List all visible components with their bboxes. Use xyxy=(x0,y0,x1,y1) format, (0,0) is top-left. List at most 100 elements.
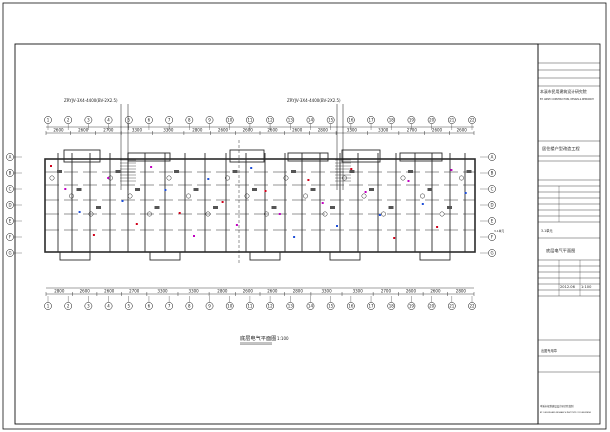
room-tag xyxy=(310,188,316,191)
top-axis-label: 12 xyxy=(268,117,274,122)
electrical-symbol xyxy=(278,213,281,215)
room-tag xyxy=(135,188,140,191)
bottom-dim-value: 2600 xyxy=(406,289,417,294)
left-row-label: B xyxy=(9,170,12,175)
electrical-symbol xyxy=(464,192,467,194)
top-axis-label: 6 xyxy=(148,117,151,122)
bottom-axis-label: 19 xyxy=(409,303,415,308)
room-tag xyxy=(330,206,335,209)
left-row-label: A xyxy=(9,154,12,159)
electrical-symbol xyxy=(164,189,167,191)
bottom-dim-value: 2700 xyxy=(129,289,140,294)
electrical-symbol xyxy=(378,214,381,216)
top-axis-label: 2 xyxy=(67,117,70,122)
left-row-bubble xyxy=(6,153,14,161)
drawing-caption-scale: 1:100 xyxy=(277,336,289,341)
top-axis-label: 10 xyxy=(227,117,233,122)
bottom-dim-value: 2600 xyxy=(243,289,254,294)
top-axis-label: 1 xyxy=(47,117,50,122)
bay-window xyxy=(249,251,281,261)
top-axis-label: 19 xyxy=(409,117,415,122)
right-row-bubble xyxy=(488,185,496,193)
bottom-axis-label: 9 xyxy=(208,303,211,308)
bottom-axis-bubble xyxy=(306,302,315,310)
top-axis-bubble xyxy=(124,116,133,124)
bottom-dim-value: 2600 xyxy=(80,289,91,294)
bottom-dim-value: 2800 xyxy=(293,289,304,294)
bottom-axis-label: 17 xyxy=(369,303,375,308)
top-dim-value: 2700 xyxy=(407,128,418,133)
bottom-axis-bubble xyxy=(124,302,133,310)
light-fixture xyxy=(244,193,250,199)
electrical-symbol xyxy=(121,200,124,202)
room-tag xyxy=(213,206,218,209)
top-axis-label: 18 xyxy=(389,117,395,122)
top-dim-value: 3300 xyxy=(347,128,358,133)
bay-window xyxy=(329,251,361,261)
top-axis-bubble xyxy=(84,116,93,124)
bottom-axis-label: 1 xyxy=(47,303,50,308)
top-axis-bubble xyxy=(387,116,396,124)
bottom-axis-bubble xyxy=(246,302,254,310)
light-fixture xyxy=(205,211,211,217)
room-tag xyxy=(349,170,355,173)
top-dim-value: 3300 xyxy=(163,128,174,133)
project-name: 居住楼户型改造工程 xyxy=(542,145,581,152)
bottom-axis-bubble xyxy=(387,302,396,310)
bottom-axis-bubble xyxy=(468,302,476,310)
right-row-bubble xyxy=(488,249,496,257)
electrical-symbol xyxy=(264,190,267,192)
bottom-axis-bubble xyxy=(427,302,436,310)
top-axis-bubble xyxy=(306,116,315,124)
top-axis-bubble xyxy=(468,116,476,124)
room-tag xyxy=(154,206,160,209)
light-fixture xyxy=(88,211,94,217)
top-axis-label: 15 xyxy=(328,117,334,122)
top-axis-bubble xyxy=(407,116,416,124)
top-axis-label: 21 xyxy=(449,117,455,122)
bottom-axis-label: 18 xyxy=(389,303,395,308)
top-axis-label: 9 xyxy=(208,117,211,122)
right-row-bubble xyxy=(488,233,496,241)
right-row-bubble xyxy=(488,169,496,177)
top-axis-bubble xyxy=(447,116,456,124)
bottom-axis-bubble xyxy=(447,302,456,310)
top-axis-label: 14 xyxy=(308,117,314,122)
drawing-caption: 底层电气平面图 xyxy=(240,334,276,342)
light-fixture xyxy=(400,175,406,181)
light-fixture xyxy=(69,193,74,199)
electrical-symbol xyxy=(135,223,138,225)
floor-plan xyxy=(44,140,476,265)
top-dim-value: 2600 xyxy=(267,128,278,133)
bottom-axis-label: 5 xyxy=(127,303,130,308)
left-row-bubble xyxy=(6,233,14,241)
top-axis-bubble xyxy=(347,116,355,124)
bottom-axis-bubble xyxy=(104,302,113,310)
bottom-axis-bubble xyxy=(185,302,194,310)
top-axis-bubble xyxy=(44,116,52,124)
top-axis-bubble xyxy=(104,116,113,124)
bottom-company-en: BT. DESIGN AND RESEARCH INSTITUTE OF DES… xyxy=(540,411,592,414)
room-tag xyxy=(388,206,394,209)
room-tag xyxy=(193,188,199,191)
unit-label-tb: 3-1单元 xyxy=(541,228,553,233)
electrical-symbol xyxy=(250,167,253,169)
bottom-axis-bubble xyxy=(266,302,274,310)
bottom-axis-bubble xyxy=(407,302,416,310)
light-fixture xyxy=(283,175,289,181)
electrical-symbol xyxy=(421,203,424,205)
electrical-symbol xyxy=(193,235,195,237)
bay-window xyxy=(59,251,91,261)
right-row-label: E xyxy=(491,218,494,223)
bay-window xyxy=(149,251,181,261)
bottom-axis-bubble xyxy=(225,302,234,310)
room-tag xyxy=(466,170,472,173)
left-row-label: E xyxy=(9,218,12,223)
bottom-axis-label: 14 xyxy=(308,303,314,308)
balcony xyxy=(341,149,381,163)
electrical-symbol xyxy=(393,237,396,239)
top-dim-value: 2600 xyxy=(78,128,89,133)
